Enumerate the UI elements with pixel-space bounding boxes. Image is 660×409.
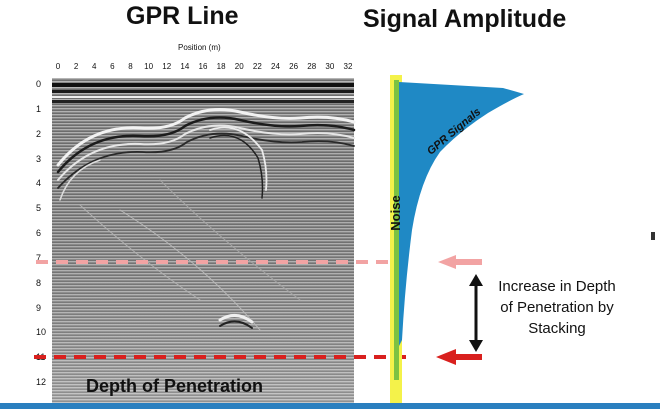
y-tick-label: 3 — [36, 153, 42, 164]
signal-amplitude-title: Signal Amplitude — [363, 5, 567, 33]
bottom-accent-bar — [0, 403, 660, 409]
red-arrow-icon — [436, 349, 482, 365]
signal-amplitude-shape — [399, 82, 524, 346]
x-tick-label: 32 — [343, 62, 353, 71]
x-tick-label: 4 — [92, 62, 97, 71]
gpr-line-title: GPR Line — [126, 2, 239, 30]
stacking-caption-line3: Stacking — [528, 320, 586, 337]
x-tick-label: 10 — [144, 62, 154, 71]
x-tick-label: 14 — [180, 62, 190, 71]
x-tick-label: 12 — [162, 62, 172, 71]
stacking-caption: Increase in Depth of Penetration by Stac… — [482, 276, 632, 339]
y-tick-label: 4 — [36, 178, 42, 189]
x-tick-label: 20 — [234, 62, 244, 71]
x-tick-label: 2 — [73, 62, 79, 71]
x-tick-label: 0 — [55, 62, 61, 71]
y-tick-label: 1 — [36, 103, 42, 114]
stacking-caption-line2: of Penetration by — [500, 299, 614, 316]
stacking-caption-line1: Increase in Depth — [498, 278, 616, 295]
radargram-image — [52, 78, 356, 409]
y-tick-label: 10 — [36, 327, 47, 338]
x-tick-label: 22 — [252, 62, 262, 71]
noise-label: Noise — [388, 195, 403, 230]
y-tick-label: 2 — [36, 128, 42, 139]
position-axis-label: Position (m) — [178, 43, 221, 52]
y-tick-label: 9 — [36, 302, 42, 313]
pink-arrow-icon — [438, 255, 482, 269]
y-tick-label: 6 — [36, 228, 42, 238]
edge-marker — [651, 232, 655, 240]
y-tick-label: 0 — [36, 79, 42, 89]
x-tick-label: 30 — [325, 62, 335, 71]
x-tick-label: 26 — [289, 62, 299, 71]
x-tick-label: 6 — [110, 62, 115, 71]
double-arrow-vertical-icon — [469, 274, 483, 352]
x-tick-label: 16 — [198, 62, 208, 71]
x-tick-label: 24 — [271, 62, 280, 71]
y-tick-label: 5 — [36, 203, 42, 214]
x-tick-label: 28 — [307, 62, 317, 71]
y-tick-label: 12 — [36, 377, 47, 387]
x-tick-label: 18 — [216, 62, 226, 71]
noise-bar-inner — [394, 80, 399, 380]
y-tick-label: 8 — [36, 277, 42, 288]
x-tick-label: 8 — [128, 62, 133, 71]
y-tick-label: 7 — [36, 252, 42, 263]
depth-of-penetration-label: Depth of Penetration — [86, 376, 264, 396]
